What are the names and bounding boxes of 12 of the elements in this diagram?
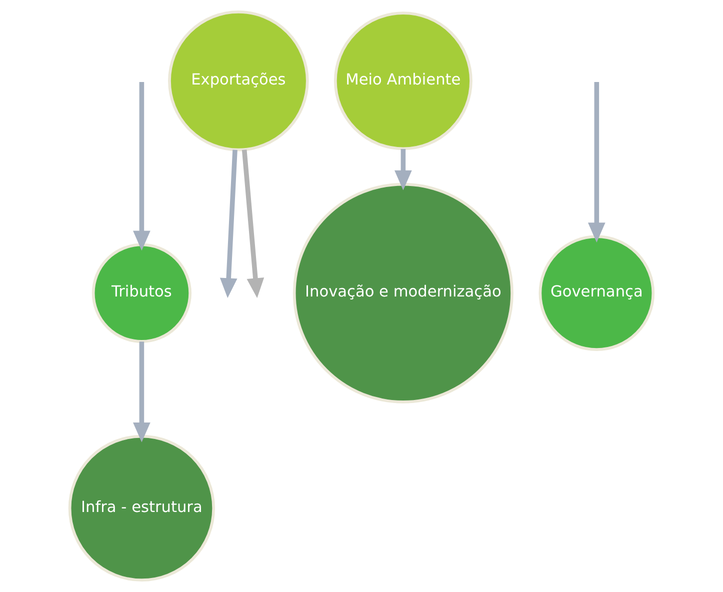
node-circle: Governança — [538, 235, 655, 352]
arrow — [394, 148, 412, 190]
node-circle: Exportações — [168, 10, 309, 152]
arrow — [220, 150, 238, 298]
node-circle: Meio Ambiente — [334, 12, 472, 150]
arrow — [133, 342, 150, 442]
node-circle: Inovação e modernização — [292, 182, 514, 404]
arrow — [242, 150, 264, 298]
node-circle: Infra - estrutura — [68, 434, 216, 582]
arrow — [588, 82, 606, 242]
node-circle: Tributos — [92, 243, 192, 343]
arrow — [133, 82, 150, 251]
